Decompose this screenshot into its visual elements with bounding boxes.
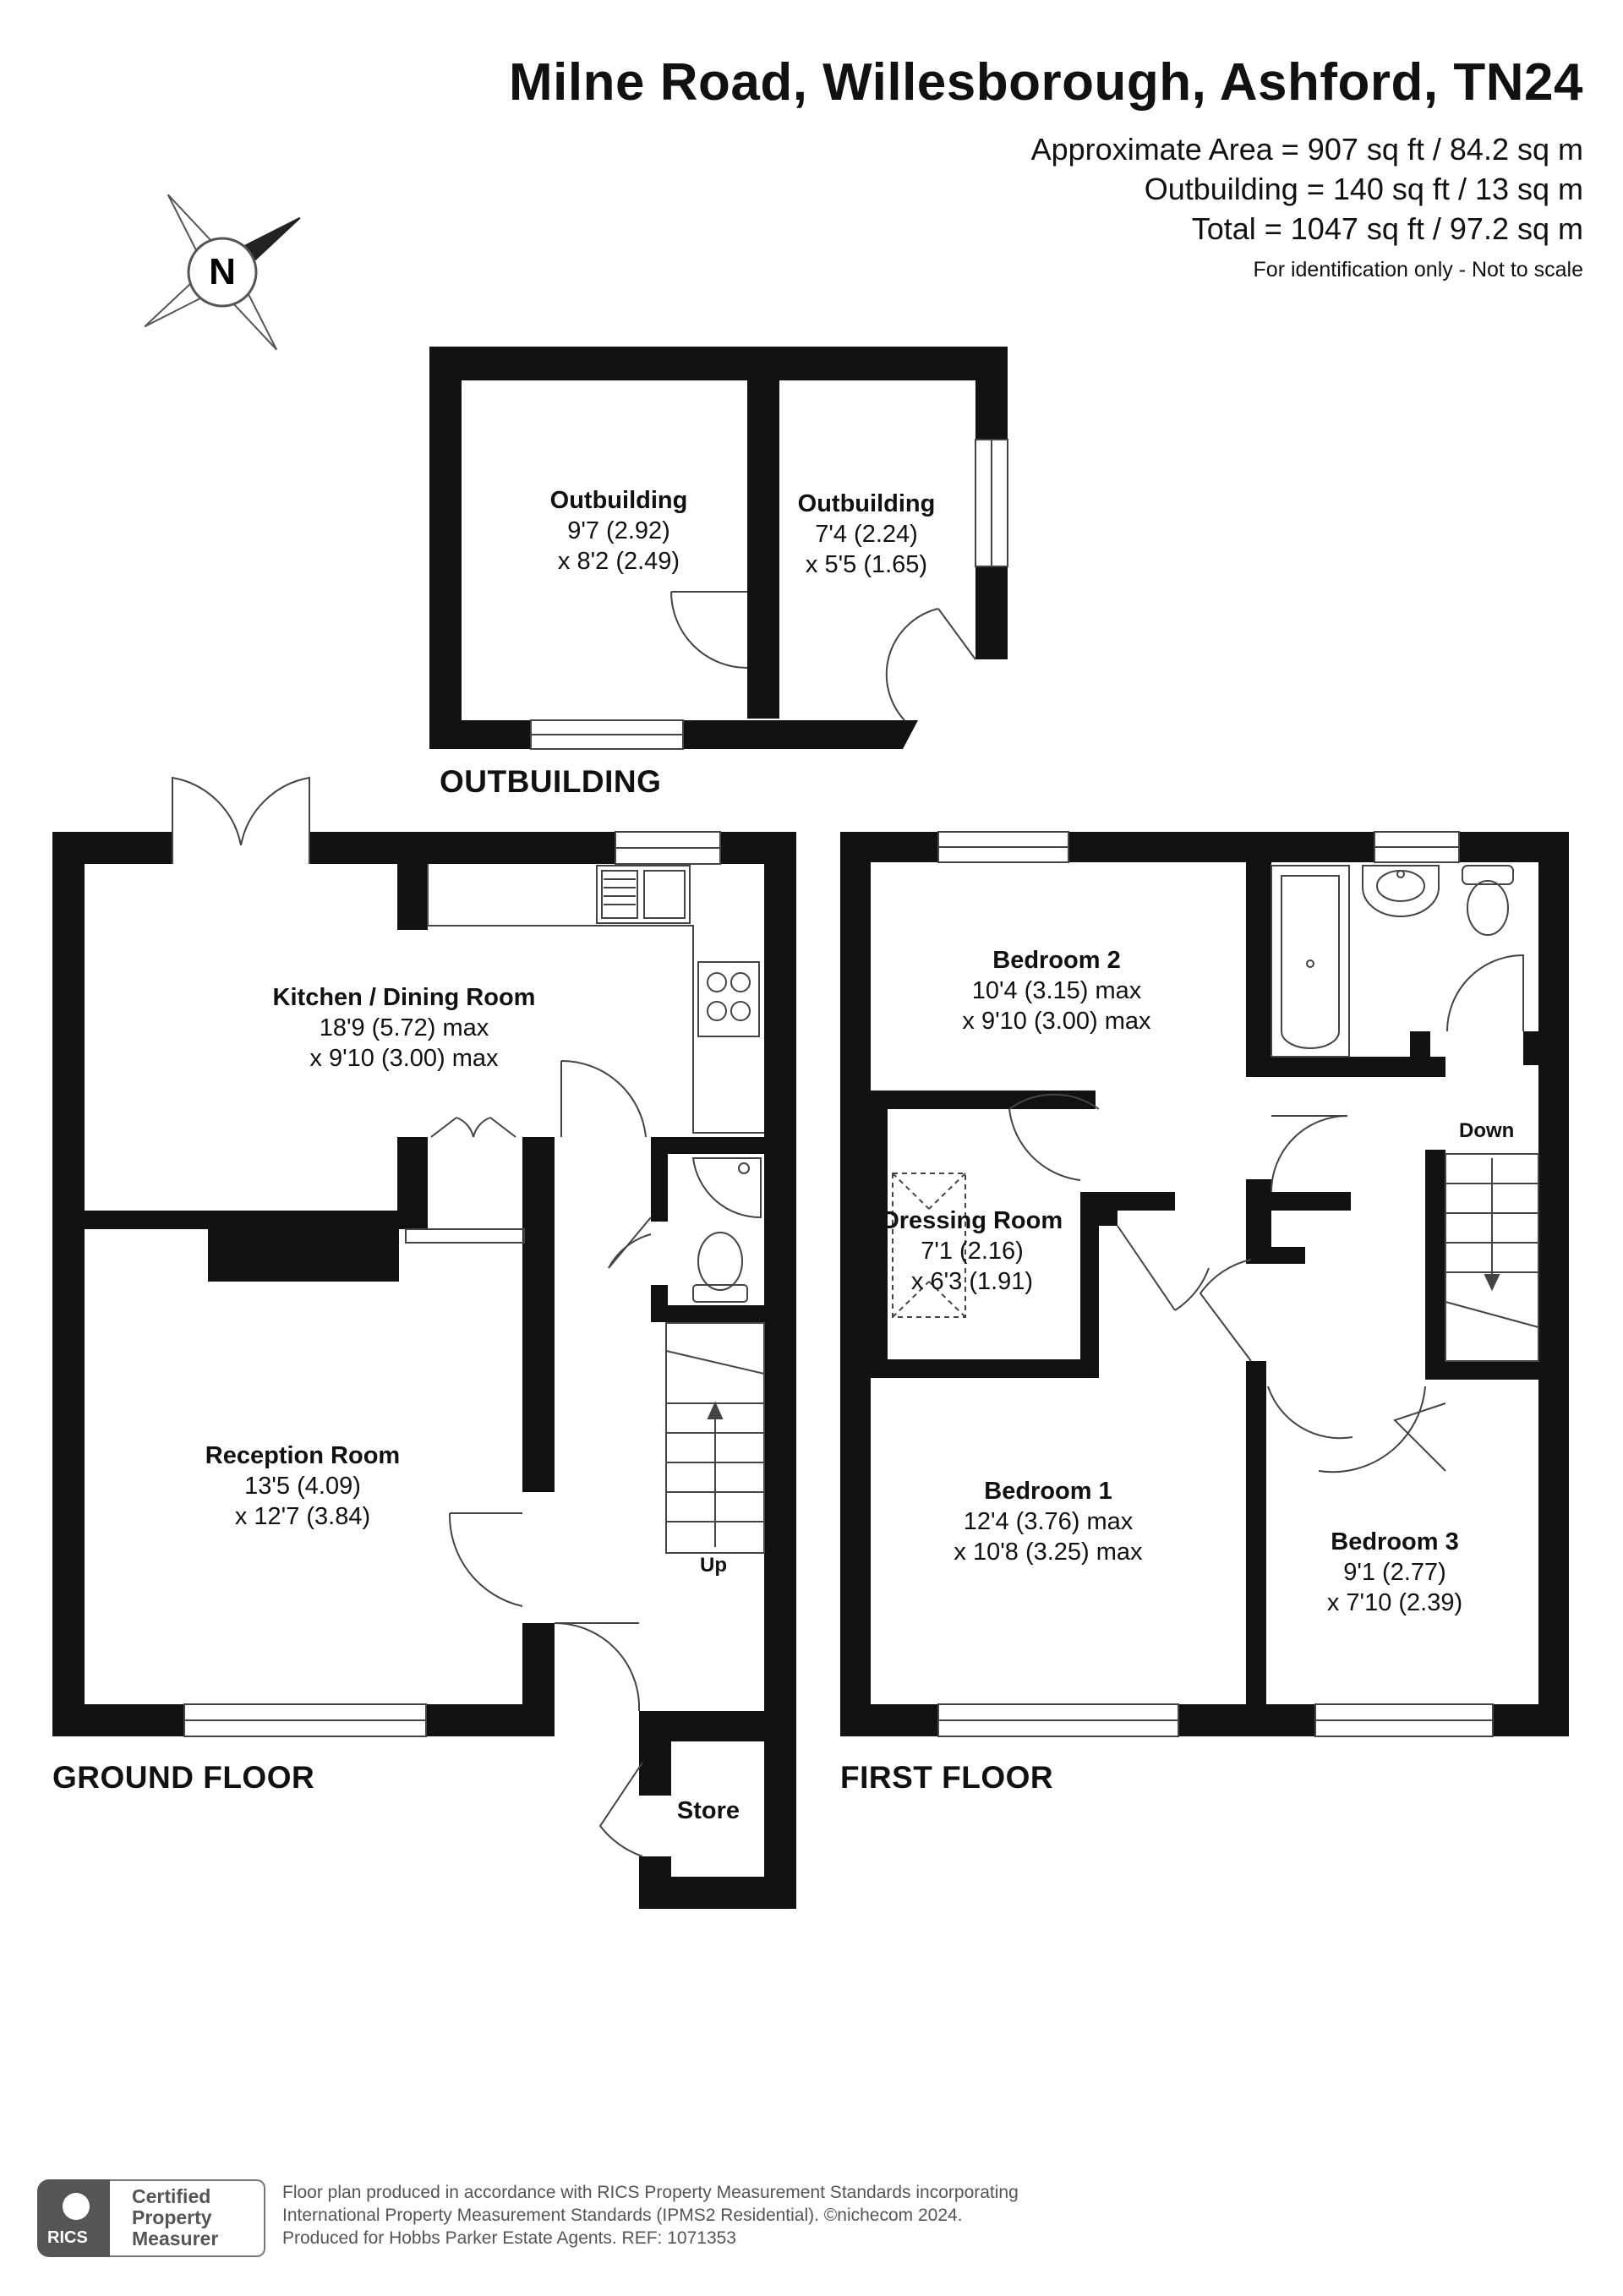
compass-rose: N: [144, 194, 301, 351]
room-dimension: 7'4 (2.24): [815, 521, 918, 548]
room-name: Store: [676, 1797, 740, 1824]
room-outbuilding-2: Outbuilding 7'4 (2.24) x 5'5 (1.65): [765, 489, 968, 580]
rics-logo: RICS: [37, 2179, 110, 2257]
compass-north-letter: N: [209, 251, 236, 292]
room-name: Reception Room: [205, 1442, 401, 1469]
badge-line: Certified: [132, 2185, 211, 2207]
badge-frame: [110, 2179, 265, 2257]
badge-line: Property: [132, 2206, 212, 2228]
floor-label-outbuilding: OUTBUILDING: [440, 764, 662, 799]
room-name: Bedroom 3: [1331, 1528, 1459, 1555]
room-dimension: x 7'10 (2.39): [1326, 1589, 1463, 1616]
stairs-up-label: Up: [700, 1554, 727, 1577]
property-address-title: Milne Road, Willesborough, Ashford, TN24: [509, 53, 1583, 112]
room-dimension: 12'4 (3.76) max: [963, 1508, 1134, 1535]
room-dimension: 7'1 (2.16): [921, 1238, 1024, 1265]
room-name: Bedroom 1: [984, 1478, 1112, 1505]
room-outbuilding-1: Outbuilding 9'7 (2.92) x 8'2 (2.49): [500, 485, 737, 577]
room-store: Store: [661, 1796, 756, 1826]
footer-disclaimer: Floor plan produced in accordance with R…: [282, 2181, 1019, 2250]
room-dimension: x 5'5 (1.65): [805, 551, 928, 578]
scale-disclaimer: For identification only - Not to scale: [1253, 258, 1583, 282]
room-dressing: Dressing Room 7'1 (2.16) x 6'3 (1.91): [871, 1205, 1074, 1297]
room-dimension: x 6'3 (1.91): [910, 1268, 1034, 1295]
room-name: Kitchen / Dining Room: [272, 984, 536, 1011]
outbuilding-doors: [670, 591, 976, 721]
ground-floor-walls: [52, 832, 796, 1909]
room-dimension: x 9'10 (3.00) max: [309, 1045, 499, 1072]
room-name: Bedroom 2: [992, 947, 1121, 974]
room-dimension: x 12'7 (3.84): [234, 1503, 371, 1530]
first-floor-fittings: [892, 865, 1539, 1473]
floor-label-ground: GROUND FLOOR: [52, 1760, 315, 1795]
room-name: Outbuilding: [549, 487, 688, 514]
room-dimension: 10'4 (3.15) max: [971, 977, 1142, 1004]
room-bedroom-1: Bedroom 1 12'4 (3.76) max x 10'8 (3.25) …: [921, 1476, 1175, 1567]
footer-line: Floor plan produced in accordance with R…: [282, 2183, 1019, 2202]
room-dimension: 18'9 (5.72) max: [319, 1014, 489, 1041]
first-floor-windows: [937, 831, 1494, 1737]
outbuilding-windows: [530, 439, 1008, 750]
room-dimension: x 10'8 (3.25) max: [954, 1539, 1143, 1566]
footer-line: International Property Measurement Stand…: [282, 2206, 963, 2225]
footer-line: Produced for Hobbs Parker Estate Agents.…: [282, 2228, 736, 2248]
total-area: Total = 1047 sq ft / 97.2 sq m: [1191, 211, 1583, 246]
badge-text: Certified Property Measurer: [132, 2186, 218, 2250]
room-name: Outbuilding: [797, 490, 936, 517]
room-dimension: 9'1 (2.77): [1343, 1559, 1446, 1586]
room-reception: Reception Room 13'5 (4.09) x 12'7 (3.84): [176, 1440, 429, 1532]
badge-line: Measurer: [132, 2228, 219, 2250]
room-bedroom-2: Bedroom 2 10'4 (3.15) max x 9'10 (3.00) …: [930, 945, 1183, 1036]
rics-logo-text: RICS: [47, 2228, 88, 2247]
stairs-down-label: Down: [1459, 1119, 1515, 1142]
room-name: Dressing Room: [881, 1207, 1063, 1234]
room-bedroom-3: Bedroom 3 9'1 (2.77) x 7'10 (2.39): [1285, 1527, 1505, 1618]
room-dimension: 9'7 (2.92): [567, 517, 670, 544]
ground-floor-windows: [183, 831, 721, 1737]
outbuilding-area: Outbuilding = 140 sq ft / 13 sq m: [1144, 172, 1583, 206]
room-dimension: x 9'10 (3.00) max: [962, 1008, 1151, 1035]
room-kitchen-dining: Kitchen / Dining Room 18'9 (5.72) max x …: [235, 982, 573, 1074]
floor-label-first: FIRST FLOOR: [840, 1760, 1054, 1795]
rics-certified-badge: RICS Certified Property Measurer: [37, 2179, 267, 2257]
ground-floor-fittings: [172, 776, 765, 1857]
approximate-area: Approximate Area = 907 sq ft / 84.2 sq m: [1030, 132, 1583, 167]
room-dimension: x 8'2 (2.49): [557, 548, 680, 575]
room-dimension: 13'5 (4.09): [244, 1473, 361, 1500]
first-floor-walls: [840, 832, 1569, 1736]
rics-emblem-icon: [63, 2193, 90, 2220]
outbuilding-walls: [429, 347, 1008, 749]
